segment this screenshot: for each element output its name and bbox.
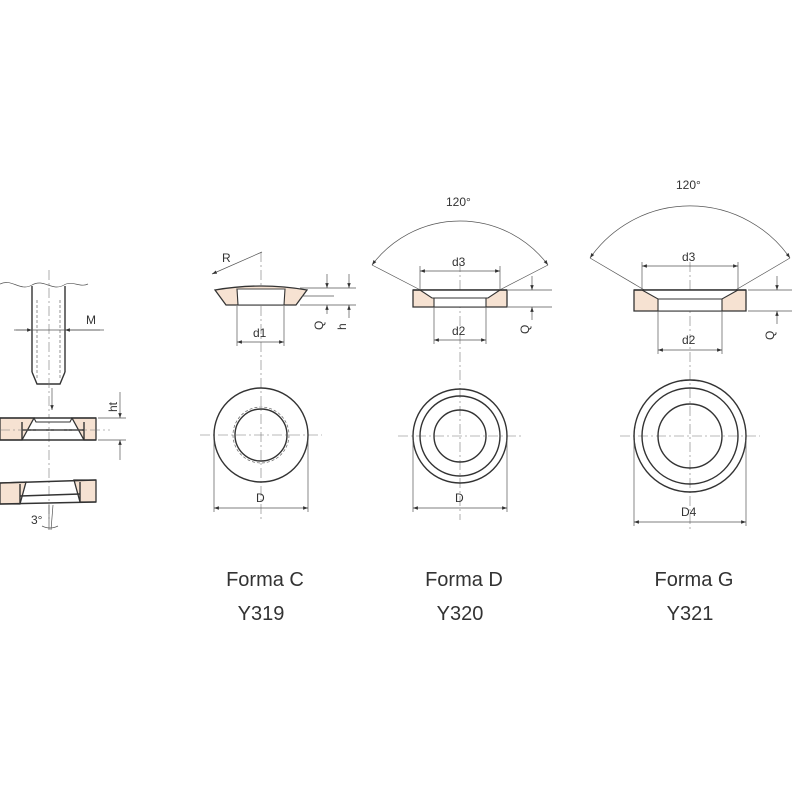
forma-c-chamfer-circle [232, 406, 290, 464]
thread-label: M [86, 313, 96, 327]
bolt-tip [31, 371, 66, 385]
forma-c-code: Y319 [238, 603, 285, 625]
forma-d-cone-circle [419, 395, 501, 477]
forma-g-angle-arc [589, 205, 791, 259]
forma-g-cone-circle [641, 387, 739, 485]
forma-g-bore [657, 298, 723, 312]
forma-g-bore-circle [657, 403, 723, 469]
forma-c-radius-leader [211, 251, 263, 275]
forma-c-outer-circle [213, 387, 309, 483]
lower-washer-right-section [73, 479, 97, 503]
forma-g-code: Y321 [667, 603, 714, 625]
forma-g-d2-label: d2 [682, 333, 696, 347]
bolt-break-line [0, 282, 89, 288]
left-assembly-detail: M ht 3° [0, 270, 126, 531]
forma-d-angle-arc [371, 220, 549, 266]
forma-d-cone-recess [418, 289, 502, 299]
forma-c-q-label: Q [312, 321, 326, 330]
forma-g-d3-label: d3 [682, 250, 696, 264]
angle-label: 3° [31, 513, 43, 527]
forma-d-q-label: Q [518, 325, 532, 334]
forma-c-drawing: R d1 Q h D Forma C Y319 [200, 251, 356, 625]
forma-g-D4-label: D4 [681, 505, 697, 519]
forma-d-code: Y320 [437, 603, 484, 625]
forma-d-name: Forma D [425, 569, 503, 591]
forma-d-D-label: D [455, 491, 464, 505]
forma-c-radius-label: R [222, 251, 231, 265]
forma-c-name: Forma C [226, 569, 304, 591]
angle-arc [41, 525, 59, 529]
lower-washer-bottom [0, 501, 97, 505]
forma-c-bore [236, 288, 286, 306]
forma-d-outer-circle [412, 388, 508, 484]
forma-d-drawing: 120° d3 d2 Q D Forma D [371, 195, 552, 625]
forma-d-bore-circle [433, 409, 487, 463]
forma-g-drawing: 120° d3 d2 Q D4 Forma G [589, 178, 792, 625]
forma-c-d1-label: d1 [253, 326, 267, 340]
ht-label: ht [106, 401, 120, 412]
upper-washer-left-section [0, 417, 36, 441]
forma-d-bore [433, 297, 487, 308]
forma-g-angle-label: 120° [676, 178, 701, 192]
forma-g-cone-recess [639, 289, 741, 300]
forma-d-d3-label: d3 [452, 255, 466, 269]
lower-washer-left-section [0, 481, 27, 505]
forma-g-q-label: Q [763, 331, 777, 340]
lower-washer-top [0, 479, 97, 484]
forma-c-h-label: h [335, 323, 349, 330]
forma-c-D-label: D [256, 491, 265, 505]
forma-d-d2-label: d2 [452, 324, 466, 338]
forma-g-name: Forma G [655, 569, 734, 591]
forma-d-angle-label: 120° [446, 195, 471, 209]
angle-ref-tilted [50, 504, 54, 531]
forma-g-outer-circle [633, 379, 747, 493]
forma-c-bore-circle [234, 408, 288, 462]
lower-washer-mid [19, 493, 81, 497]
